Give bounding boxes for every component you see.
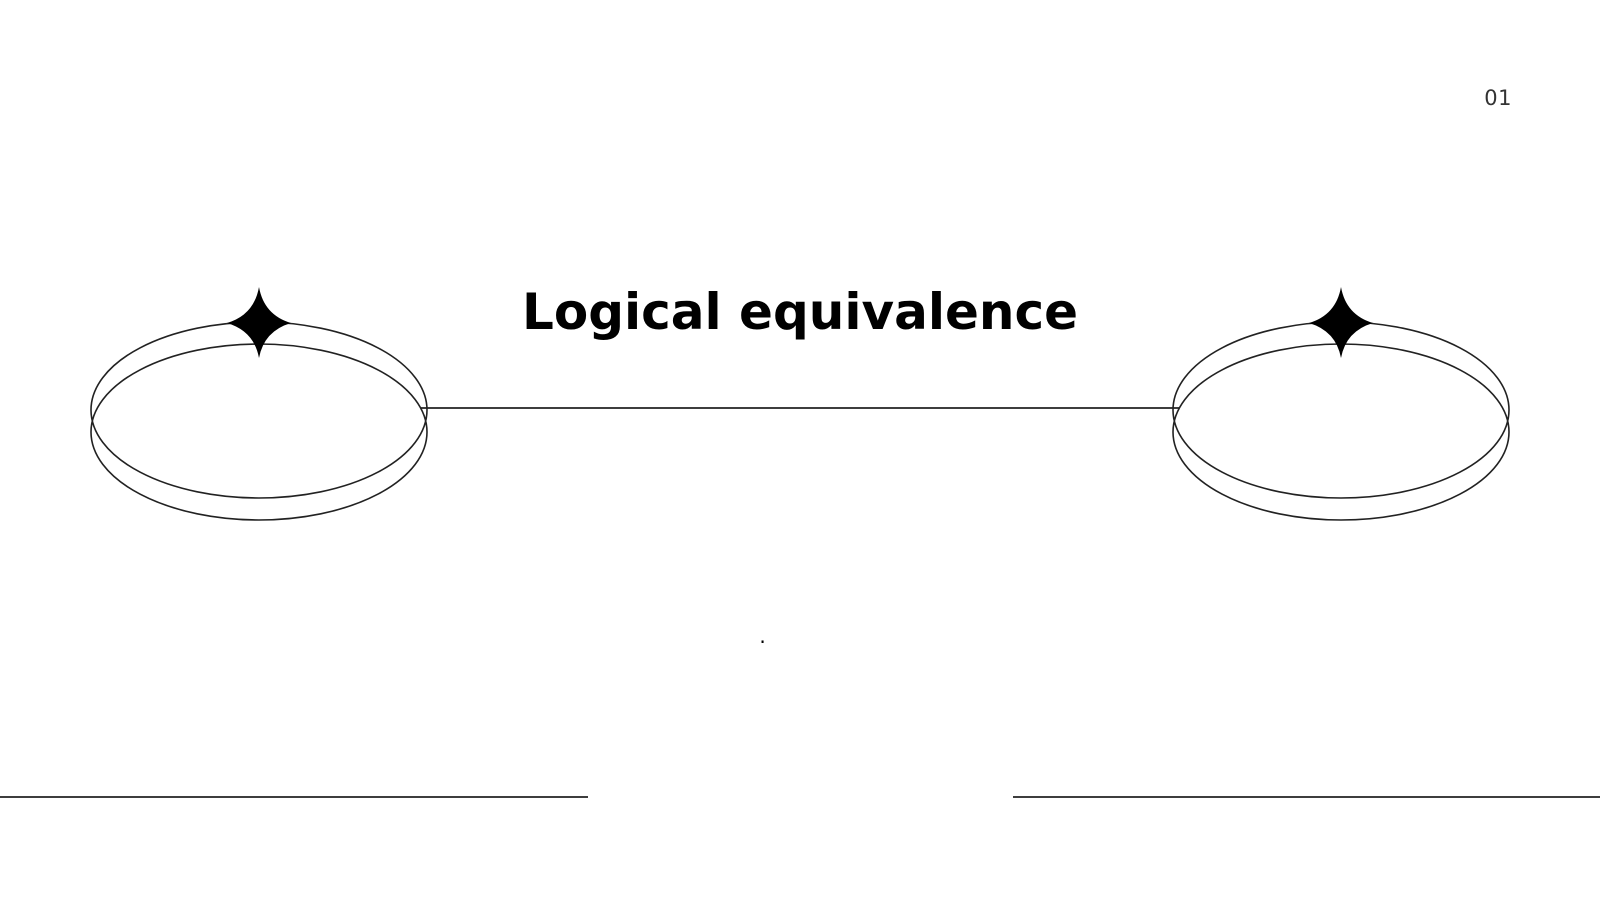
slide-subtitle: . — [759, 624, 766, 648]
left-star-icon — [227, 287, 291, 358]
slide-title: Logical equivalence — [521, 283, 1079, 341]
right-star-icon — [1309, 287, 1373, 358]
page-number: 01 — [1484, 86, 1512, 110]
